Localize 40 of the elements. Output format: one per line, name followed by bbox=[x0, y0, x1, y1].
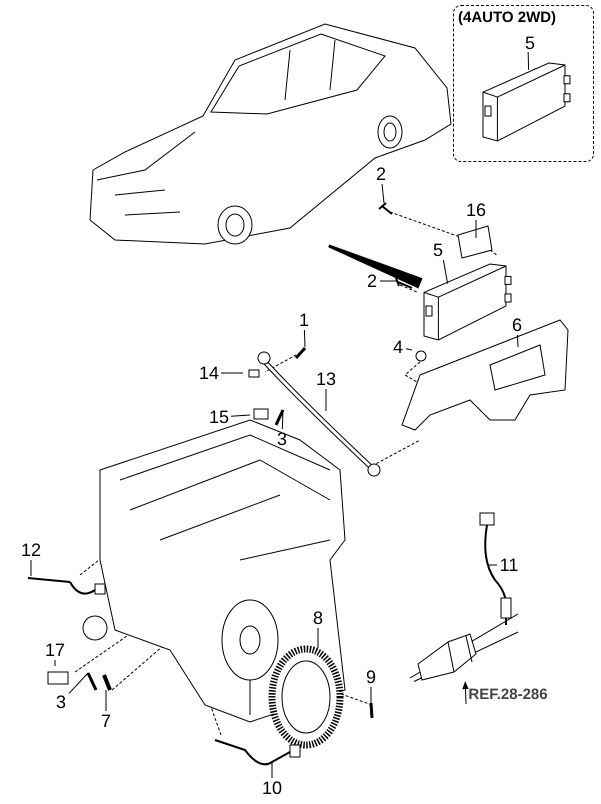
callout-number: 12 bbox=[19, 540, 43, 560]
leader-line bbox=[282, 410, 284, 430]
callout-number: 16 bbox=[465, 200, 487, 220]
location-pointer bbox=[328, 244, 423, 288]
leader-line bbox=[516, 334, 518, 348]
group-heading: (4AUTO 2WD) bbox=[458, 10, 556, 25]
leader-line bbox=[304, 330, 306, 348]
leader-line bbox=[68, 672, 88, 694]
callout-number: 5 bbox=[430, 240, 446, 260]
leader-line bbox=[370, 686, 372, 704]
callout-number: 2 bbox=[373, 164, 389, 184]
leader-line bbox=[406, 348, 412, 350]
leader-line bbox=[30, 560, 32, 576]
leader-line bbox=[220, 372, 244, 374]
callout-number: 6 bbox=[509, 315, 525, 335]
leader-line bbox=[528, 52, 530, 70]
callout-number: 7 bbox=[98, 711, 114, 731]
reference-label: REF.28-286 bbox=[466, 684, 550, 704]
callout-number: 2 bbox=[364, 271, 380, 291]
leader-line bbox=[380, 280, 396, 282]
arrow bbox=[462, 681, 469, 704]
leader-line bbox=[54, 660, 56, 666]
callout-number: 9 bbox=[363, 667, 379, 687]
callout-number: 5 bbox=[522, 33, 538, 53]
callout-number: 14 bbox=[197, 363, 221, 383]
leader-line bbox=[382, 184, 384, 204]
callout-number: 17 bbox=[43, 640, 67, 660]
leader-line bbox=[230, 414, 250, 417]
callout-number: 15 bbox=[207, 407, 231, 427]
exhaust-pipe-drawing bbox=[408, 612, 520, 682]
callout-number: 10 bbox=[260, 778, 284, 798]
leader-line bbox=[442, 260, 448, 284]
leader-line bbox=[486, 564, 498, 566]
dashed-group-frame bbox=[453, 5, 594, 162]
callout-number: 13 bbox=[314, 369, 338, 389]
callout-number: 4 bbox=[390, 337, 406, 357]
callout-number: 11 bbox=[497, 555, 521, 575]
callout-number: 3 bbox=[53, 692, 69, 712]
callout-number: 8 bbox=[310, 608, 326, 628]
callout-number: 1 bbox=[296, 310, 312, 330]
